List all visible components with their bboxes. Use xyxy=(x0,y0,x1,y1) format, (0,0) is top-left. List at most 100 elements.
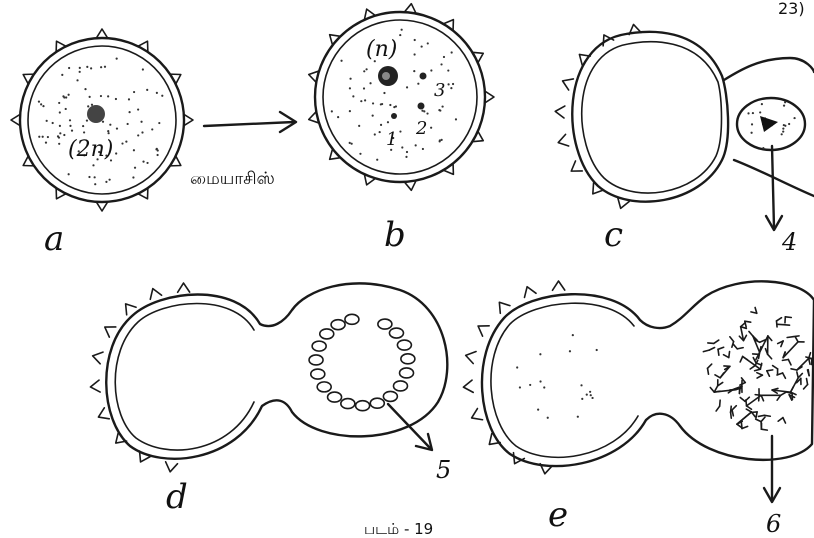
cytoplasm-dot xyxy=(452,83,454,85)
figure-caption: படம் - 19 xyxy=(364,520,433,538)
cytoplasm-dot xyxy=(747,112,749,114)
cytoplasm-dot xyxy=(406,151,408,153)
cytoplasm-dot xyxy=(61,74,63,76)
cytoplasm-dot xyxy=(349,110,351,112)
network-branch xyxy=(730,337,734,342)
cell-e xyxy=(463,281,814,502)
cytoplasm-dot xyxy=(88,176,90,178)
cytoplasm-dot xyxy=(399,34,401,36)
cytoplasm-dot xyxy=(38,136,40,138)
network-branch xyxy=(708,368,709,374)
nucleus-bead xyxy=(320,329,334,339)
nucleus-bead xyxy=(317,382,331,392)
cytoplasm-dot xyxy=(65,108,67,110)
cytoplasm-dot xyxy=(359,153,361,155)
network-branch xyxy=(793,336,799,337)
network-branch xyxy=(768,354,772,358)
cytoplasm-dot xyxy=(140,121,142,123)
wall-spine xyxy=(499,302,510,313)
cytoplasm-dot xyxy=(158,122,160,124)
cytoplasm-dot xyxy=(372,102,374,104)
network-branch xyxy=(761,395,763,401)
nucleus-bead xyxy=(370,398,384,408)
cytoplasm-dot xyxy=(405,156,407,158)
label-6: 6 xyxy=(766,510,781,538)
cytoplasm-dot xyxy=(447,83,449,85)
label-4: 4 xyxy=(781,228,797,256)
cytoplasm-dot xyxy=(451,51,453,53)
network-branch xyxy=(732,406,736,410)
cytoplasm-dot xyxy=(393,106,395,108)
cell-e-outline xyxy=(482,281,814,466)
cytoplasm-dot xyxy=(372,115,374,117)
network-branch xyxy=(783,418,786,423)
nucleus-bead xyxy=(345,314,359,324)
network-branch xyxy=(804,384,808,388)
cytoplasm-dot xyxy=(591,397,593,399)
cytoplasm-dot xyxy=(351,143,353,145)
cytoplasm-dot xyxy=(59,111,61,113)
cytoplasm-dot xyxy=(363,70,365,72)
cytoplasm-dot xyxy=(401,146,403,148)
cytoplasm-dot xyxy=(108,132,110,134)
cytoplasm-dot xyxy=(349,142,351,144)
cytoplasm-dot xyxy=(156,154,158,156)
network-branch xyxy=(791,369,797,370)
cytoplasm-dot xyxy=(46,120,48,122)
network-branch xyxy=(710,388,714,393)
nucleus-bead xyxy=(328,392,342,402)
network-branch xyxy=(795,337,798,342)
cytoplasm-dot xyxy=(69,119,71,121)
network-branch xyxy=(756,412,757,418)
cytoplasm-dot xyxy=(59,125,61,127)
network-branch xyxy=(755,369,761,371)
network-branch xyxy=(783,373,786,378)
cytoplasm-dot xyxy=(369,82,371,84)
cytoplasm-dot xyxy=(100,95,102,97)
cytoplasm-dot xyxy=(89,96,91,98)
cytoplasm-dot xyxy=(447,69,449,71)
label-3: 3 xyxy=(434,80,445,101)
cytoplasm-dot xyxy=(109,179,111,181)
cytoplasm-dot xyxy=(387,121,389,123)
pointer-5-line xyxy=(388,404,430,448)
cytoplasm-dot xyxy=(569,350,571,352)
cytoplasm-dot xyxy=(128,98,130,100)
label-2: 2 xyxy=(415,118,427,139)
page-corner-number: 23) xyxy=(778,0,805,18)
label-5: 5 xyxy=(436,456,451,484)
cytoplasm-dot xyxy=(47,136,49,138)
cytoplasm-dot xyxy=(421,45,423,47)
cell-d-outline xyxy=(106,283,447,458)
cytoplasm-dot xyxy=(399,130,401,132)
network-branch xyxy=(798,373,802,377)
cell-c xyxy=(555,24,814,230)
label-n: (n) xyxy=(366,37,397,62)
cytoplasm-dot xyxy=(406,86,408,88)
label-c: c xyxy=(604,215,623,255)
cytoplasm-dot xyxy=(100,66,102,68)
network-branch xyxy=(758,415,764,416)
cytoplasm-dot xyxy=(141,131,143,133)
cytoplasm-dot xyxy=(379,131,381,133)
cytoplasm-dot xyxy=(455,118,457,120)
cell-d xyxy=(90,283,447,472)
cell-c-tube-top xyxy=(724,58,814,80)
nucleus-bead xyxy=(400,368,414,378)
nucleus-bead xyxy=(312,341,326,351)
wall-spine xyxy=(178,283,190,292)
nucleus-bead xyxy=(356,401,370,411)
network-branch xyxy=(703,350,709,352)
cell-e-reticulate-mass xyxy=(703,307,814,430)
cytoplasm-dot xyxy=(782,128,784,130)
cytoplasm-dot xyxy=(38,101,40,103)
cytoplasm-dot xyxy=(92,164,94,166)
network-branch xyxy=(778,418,783,422)
network-branch xyxy=(809,358,810,364)
cytoplasm-dot xyxy=(783,124,785,126)
cytoplasm-dot xyxy=(128,111,130,113)
cytoplasm-dot xyxy=(380,103,382,105)
cytoplasm-dot xyxy=(374,133,376,135)
wall-spine xyxy=(563,79,574,90)
network-branch xyxy=(709,348,714,351)
